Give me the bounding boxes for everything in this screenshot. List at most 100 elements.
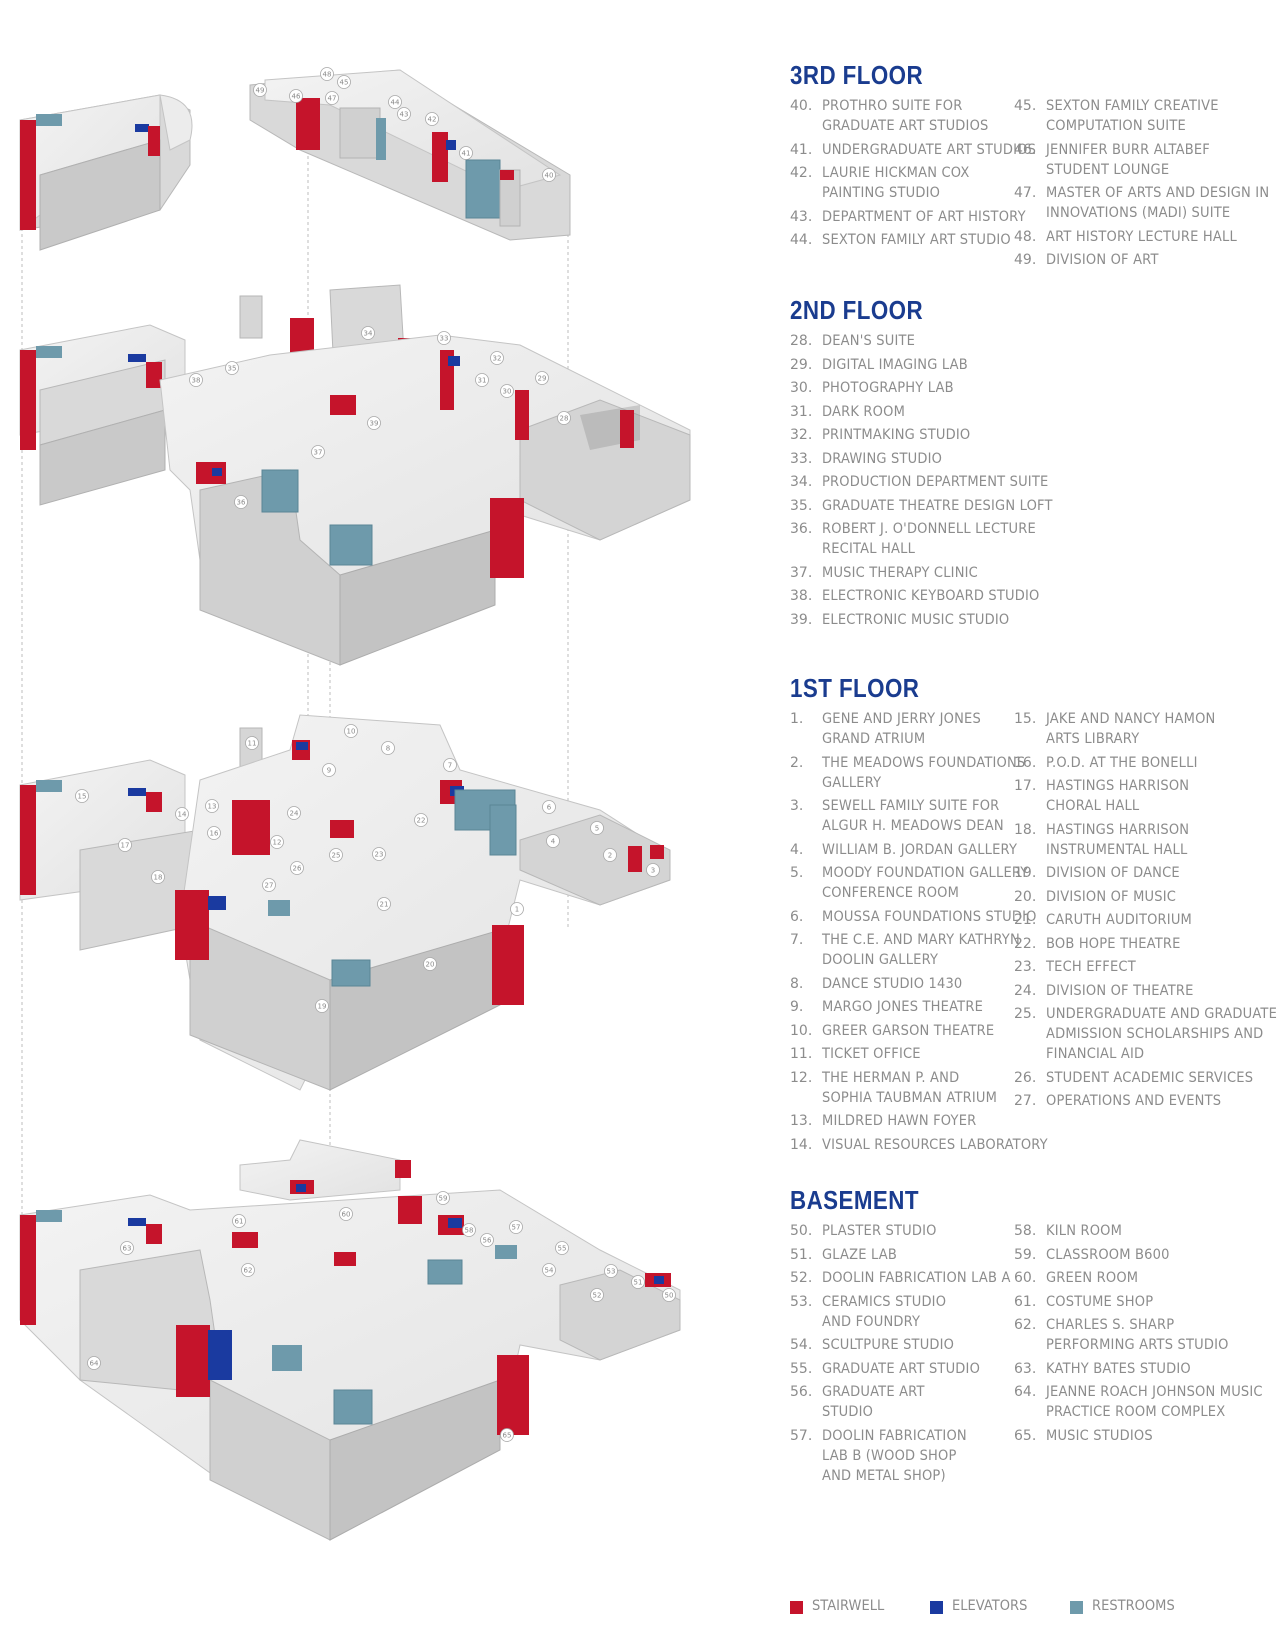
restroom-swatch bbox=[1070, 1601, 1083, 1614]
legend-label-elevators: ELEVATORS bbox=[952, 1598, 1028, 1614]
room-marker-number: 23 bbox=[375, 851, 384, 859]
room-marker: 13 bbox=[205, 799, 219, 813]
room-marker: 15 bbox=[75, 789, 89, 803]
room-name-line: PERFORMING ARTS STUDIO bbox=[1046, 1337, 1229, 1353]
room-marker-number: 8 bbox=[386, 745, 390, 753]
room-marker: 18 bbox=[151, 870, 165, 884]
room-marker-number: 21 bbox=[380, 901, 389, 909]
room-marker: 52 bbox=[590, 1288, 604, 1302]
room-name-line: ART HISTORY LECTURE HALL bbox=[1046, 228, 1237, 245]
room-marker: 42 bbox=[425, 112, 439, 126]
room-number: 1. bbox=[790, 711, 804, 727]
room-name-line: JENNIFER BURR ALTABEF bbox=[1046, 141, 1210, 158]
room-marker: 40 bbox=[542, 168, 556, 182]
room-name-line: MUSIC THERAPY CLINIC bbox=[822, 564, 978, 581]
room-name-line: THE HERMAN P. AND bbox=[822, 1069, 960, 1086]
room-marker: 25 bbox=[329, 848, 343, 862]
room-marker-number: 5 bbox=[595, 825, 599, 833]
room-number: 46. bbox=[1014, 141, 1037, 158]
room-marker: 65 bbox=[500, 1428, 514, 1442]
room-number: 2. bbox=[790, 754, 804, 771]
room-marker-number: 2 bbox=[608, 852, 612, 860]
basement-block bbox=[19, 1139, 681, 1541]
room-marker-number: 35 bbox=[228, 365, 237, 373]
room-marker-number: 43 bbox=[400, 111, 409, 119]
room-name-line: RECITAL HALL bbox=[822, 541, 916, 557]
room-number: 60. bbox=[1014, 1270, 1037, 1286]
room-name-line: PLASTER STUDIO bbox=[822, 1223, 937, 1239]
room-name-line: GRADUATE ART STUDIO bbox=[822, 1360, 981, 1377]
room-number: 52. bbox=[790, 1270, 813, 1286]
room-name-line: STUDENT LOUNGE bbox=[1046, 161, 1170, 178]
room-marker: 22 bbox=[414, 813, 428, 827]
room-marker: 35 bbox=[225, 361, 239, 375]
room-marker-number: 56 bbox=[483, 1237, 492, 1245]
room-marker: 29 bbox=[535, 371, 549, 385]
room-marker: 41 bbox=[459, 146, 473, 160]
room-name-line: CLASSROOM B600 bbox=[1046, 1246, 1170, 1263]
room-name-line: DANCE STUDIO 1430 bbox=[822, 975, 963, 992]
room-name-line: PRACTICE ROOM COMPLEX bbox=[1046, 1404, 1226, 1420]
room-number: 59. bbox=[1014, 1246, 1037, 1263]
room-marker: 56 bbox=[480, 1233, 494, 1247]
room-marker: 17 bbox=[118, 838, 132, 852]
room-marker: 57 bbox=[509, 1220, 523, 1234]
room-name-line: INNOVATIONS (MADI) SUITE bbox=[1046, 205, 1231, 221]
room-marker: 11 bbox=[245, 736, 259, 750]
room-name-line: SCULTPURE STUDIO bbox=[822, 1337, 955, 1353]
room-number: 12. bbox=[790, 1069, 813, 1086]
room-name-line: CHARLES S. SHARP bbox=[1046, 1317, 1175, 1333]
room-marker-number: 28 bbox=[560, 415, 569, 423]
room-marker: 37 bbox=[311, 445, 325, 459]
room-marker: 32 bbox=[490, 351, 504, 365]
room-number: 44. bbox=[790, 232, 813, 248]
room-marker-number: 10 bbox=[347, 728, 356, 736]
room-marker: 63 bbox=[120, 1241, 134, 1255]
room-marker: 59 bbox=[436, 1191, 450, 1205]
room-name-line: SEXTON FAMILY CREATIVE bbox=[1046, 98, 1219, 114]
room-number: 7. bbox=[790, 932, 804, 948]
room-number: 51. bbox=[790, 1246, 813, 1263]
room-marker: 53 bbox=[604, 1264, 618, 1278]
room-marker-number: 29 bbox=[538, 375, 547, 383]
room-number: 34. bbox=[790, 474, 813, 490]
room-name-line: KATHY BATES STUDIO bbox=[1046, 1360, 1191, 1377]
room-marker-number: 16 bbox=[210, 830, 219, 838]
room-marker: 48 bbox=[320, 67, 334, 81]
room-marker-number: 3 bbox=[651, 867, 655, 875]
room-number: 36. bbox=[790, 521, 813, 537]
room-name-line: MARGO JONES THEATRE bbox=[822, 999, 984, 1015]
room-marker: 38 bbox=[189, 373, 203, 387]
room-marker-number: 47 bbox=[328, 95, 337, 103]
room-number: 11. bbox=[790, 1046, 813, 1062]
room-marker: 44 bbox=[388, 95, 402, 109]
room-marker: 4 bbox=[546, 834, 560, 848]
room-name-line: THE MEADOWS FOUNDATIONS bbox=[822, 754, 1026, 771]
room-number: 61. bbox=[1014, 1293, 1037, 1310]
room-marker: 47 bbox=[325, 91, 339, 105]
room-number: 31. bbox=[790, 403, 813, 420]
room-name-line: DIGITAL IMAGING LAB bbox=[822, 356, 968, 373]
room-name-line: JEANNE ROACH JOHNSON MUSIC bbox=[1046, 1384, 1263, 1400]
room-name-line: HASTINGS HARRISON bbox=[1046, 821, 1190, 838]
room-marker-number: 18 bbox=[154, 874, 163, 882]
legend-label-stairwell: STAIRWELL bbox=[812, 1598, 885, 1614]
room-marker-number: 34 bbox=[364, 330, 373, 338]
room-marker-number: 6 bbox=[547, 804, 552, 812]
room-number: 19. bbox=[1014, 865, 1037, 881]
room-number: 30. bbox=[790, 380, 813, 396]
floor-title-basement: BASEMENT bbox=[790, 1185, 919, 1215]
room-marker-number: 52 bbox=[593, 1292, 602, 1300]
room-marker-number: 61 bbox=[235, 1218, 244, 1226]
room-marker-number: 25 bbox=[332, 852, 341, 860]
room-marker-number: 20 bbox=[426, 961, 435, 969]
room-marker-number: 15 bbox=[78, 793, 87, 801]
room-name-line: STUDIO bbox=[822, 1404, 874, 1420]
room-name-line: DOOLIN GALLERY bbox=[822, 952, 939, 968]
room-name-line: SOPHIA TAUBMAN ATRIUM bbox=[822, 1089, 998, 1106]
room-name-line: CERAMICS STUDIO bbox=[822, 1293, 947, 1310]
room-name-line: GLAZE LAB bbox=[822, 1246, 898, 1263]
